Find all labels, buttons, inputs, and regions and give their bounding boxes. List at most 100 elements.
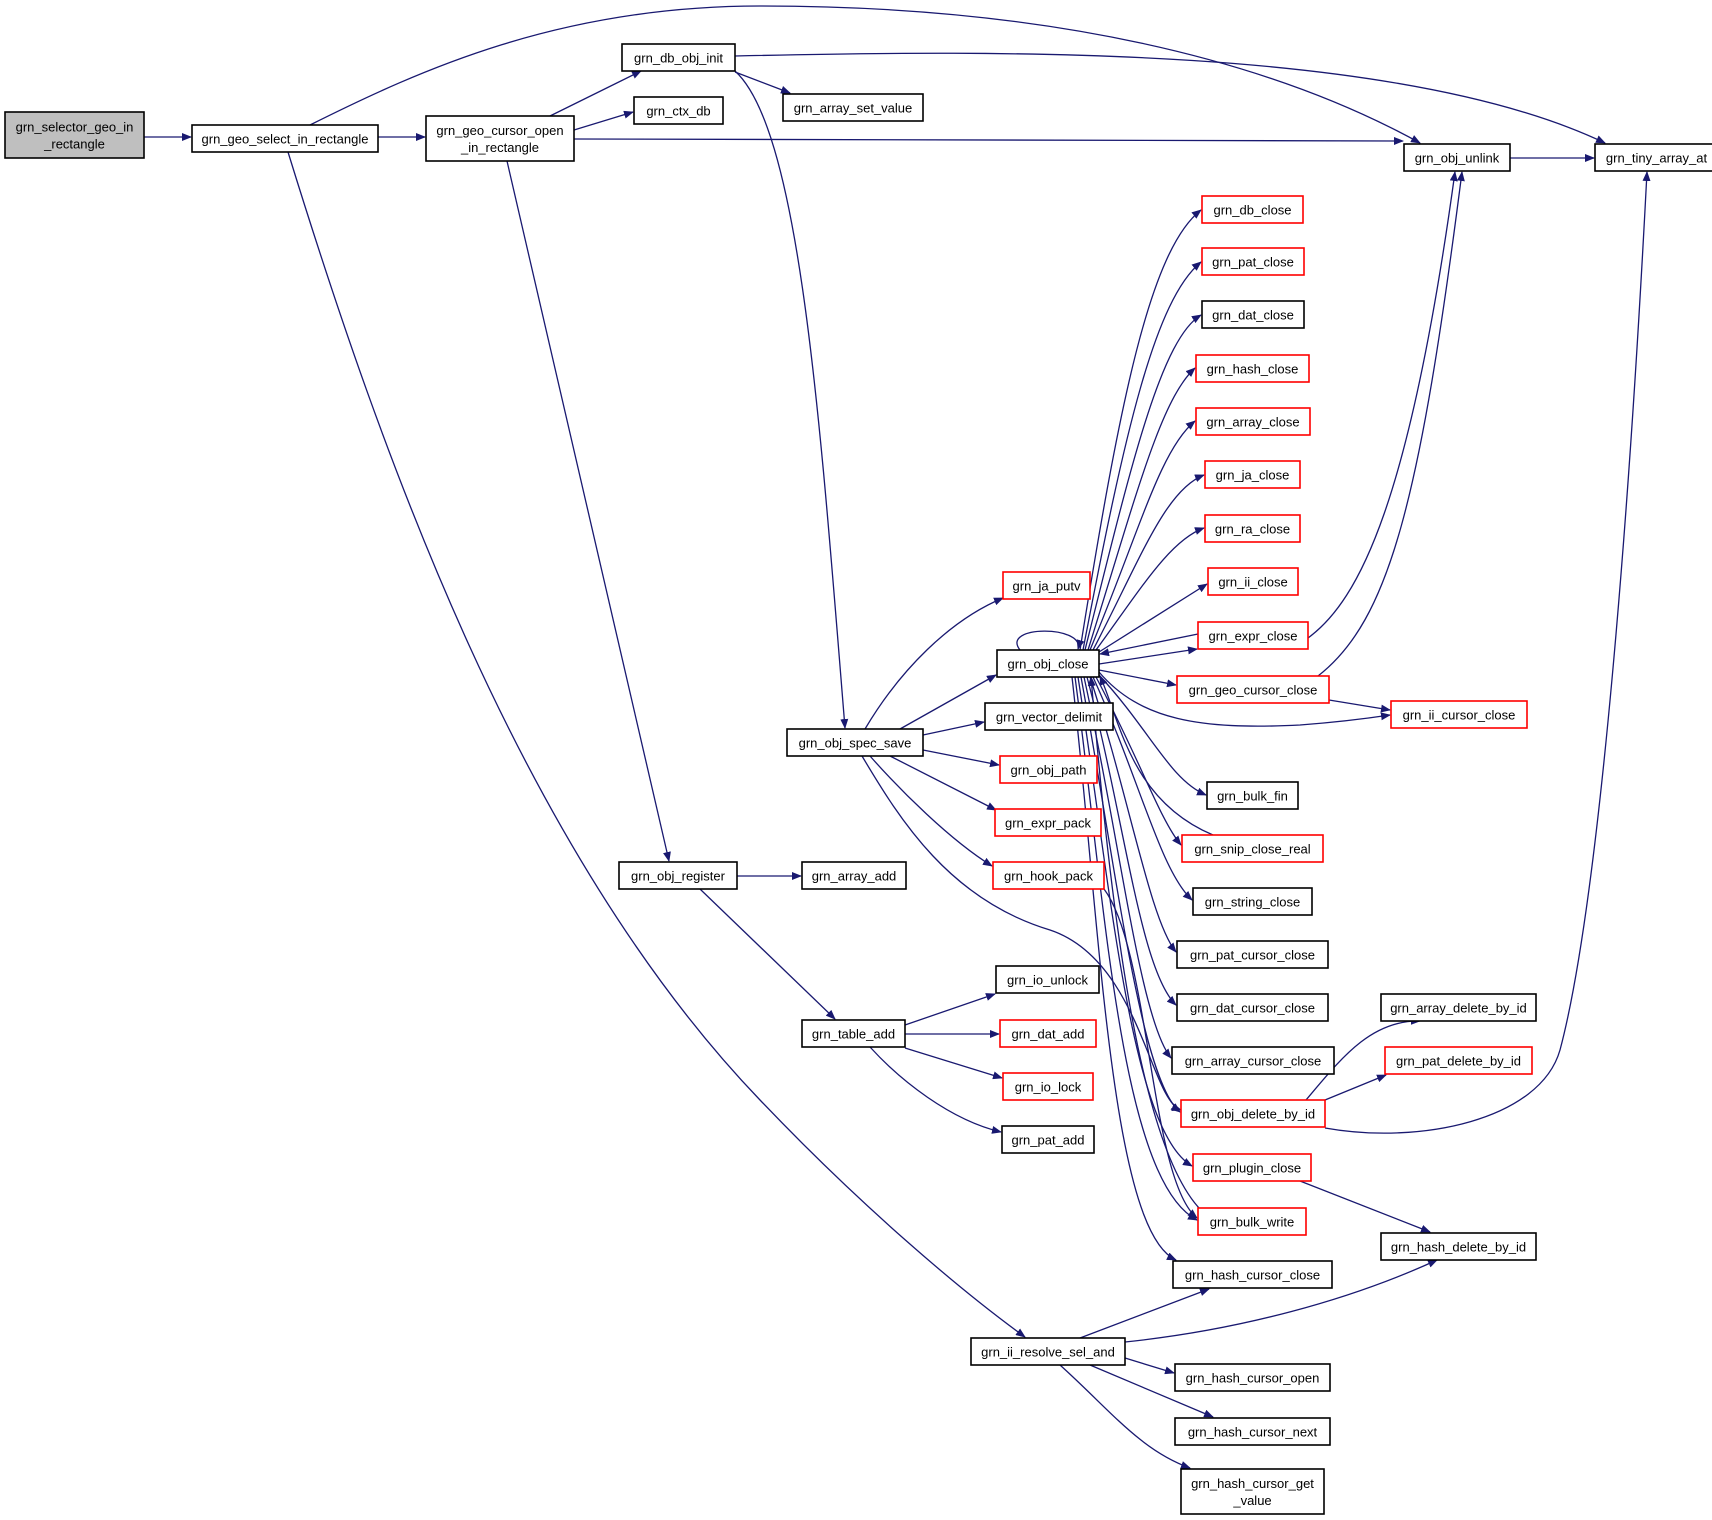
node-label: grn_db_obj_init [634,51,723,66]
node-grn-ja-putv[interactable]: grn_ja_putv [1002,571,1091,600]
node-grn-tiny-array-at[interactable]: grn_tiny_array_at [1594,143,1712,172]
node-grn-db-obj-init[interactable]: grn_db_obj_init [621,43,736,72]
node-grn-db-close[interactable]: grn_db_close [1201,195,1304,224]
edge-grn-obj-close-to-grn-ja-close [1092,474,1205,651]
node-grn-bulk-fin[interactable]: grn_bulk_fin [1206,781,1299,810]
edge-grn-obj-close-to-grn-ii-close [1098,583,1208,653]
node-grn-hash-cursor-next[interactable]: grn_hash_cursor_next [1174,1417,1331,1446]
node-grn-expr-close[interactable]: grn_expr_close [1197,621,1309,650]
node-grn-geo-select-in-rectangle[interactable]: grn_geo_select_in_rectangle [191,124,379,153]
node-grn-hash-delete-by-id[interactable]: grn_hash_delete_by_id [1380,1232,1537,1261]
node-label: grn_string_close [1205,895,1300,910]
edge-grn-geo-select-in-rectangle-to-grn-ii-resolve-sel-and [287,151,1026,1338]
edge-grn-obj-spec-save-to-grn-obj-path [922,749,1000,768]
node-label: grn_geo_select_in_rectangle [202,132,369,147]
edge-grn-obj-close-to-grn-obj-close [1016,630,1085,651]
node-grn-ii-close[interactable]: grn_ii_close [1207,567,1299,596]
node-grn-obj-register[interactable]: grn_obj_register [618,861,738,890]
edge-grn-obj-close-to-grn-bulk-fin [1098,674,1207,796]
node-label: _rectangle [43,137,105,152]
edge-grn-hook-pack-to-grn-bulk-write [1103,888,1198,1219]
node-grn-dat-cursor-close[interactable]: grn_dat_cursor_close [1176,993,1329,1022]
edge-grn-obj-spec-save-to-grn-obj-delete-by-id [861,755,1182,1112]
node-grn-hook-pack[interactable]: grn_hook_pack [992,861,1105,890]
node-box [996,649,1100,678]
node-label: grn_pat_close [1212,255,1294,270]
edge-grn-table-add-to-grn-io-lock [904,1047,1003,1080]
node-grn-pat-close[interactable]: grn_pat_close [1201,247,1305,276]
node-box [1201,195,1304,224]
node-grn-obj-spec-save[interactable]: grn_obj_spec_save [786,728,924,757]
node-box [1201,247,1305,276]
node-grn-obj-unlink[interactable]: grn_obj_unlink [1403,143,1511,172]
node-box [1176,993,1329,1022]
node-grn-vector-delimit[interactable]: grn_vector_delimit [984,702,1114,731]
node-label: grn_obj_spec_save [799,736,912,751]
node-grn-obj-path[interactable]: grn_obj_path [999,755,1098,784]
edge-grn-obj-close-to-grn-pat-close [1082,261,1202,651]
edge-grn-obj-spec-save-to-grn-vector-delimit [922,719,985,736]
node-grn-dat-add[interactable]: grn_dat_add [999,1019,1097,1048]
edge-grn-obj-close-to-grn-geo-cursor-close [1098,669,1177,688]
node-label: grn_ii_close [1218,575,1287,590]
node-label: grn_ja_putv [1013,579,1081,594]
node-grn-array-cursor-close[interactable]: grn_array_cursor_close [1171,1046,1335,1075]
node-grn-hash-cursor-close[interactable]: grn_hash_cursor_close [1172,1260,1333,1289]
node-grn-hash-cursor-get-value[interactable]: grn_hash_cursor_get_value [1180,1468,1325,1515]
node-grn-ctx-db[interactable]: grn_ctx_db [633,96,724,125]
edge-grn-bulk-write-to-grn-obj-close [1087,676,1216,1222]
node-grn-plugin-close[interactable]: grn_plugin_close [1192,1153,1312,1182]
node-grn-bulk-write[interactable]: grn_bulk_write [1197,1207,1307,1236]
node-label: grn_obj_unlink [1415,151,1500,166]
node-label: grn_obj_path [1011,763,1087,778]
node-box [1195,407,1311,436]
node-grn-obj-delete-by-id[interactable]: grn_obj_delete_by_id [1180,1099,1326,1128]
node-grn-table-add[interactable]: grn_table_add [801,1019,906,1048]
node-grn-selector-geo-in-rectangle[interactable]: grn_selector_geo_in_rectangle [4,111,145,159]
node-grn-ra-close[interactable]: grn_ra_close [1204,514,1301,543]
node-box [1204,460,1301,489]
node-label: grn_ii_resolve_sel_and [981,1345,1115,1360]
node-box [782,93,924,122]
node-grn-ja-close[interactable]: grn_ja_close [1204,460,1301,489]
edge-grn-obj-register-to-grn-table-add [699,888,836,1020]
node-grn-array-set-value[interactable]: grn_array_set_value [782,93,924,122]
node-grn-geo-cursor-close[interactable]: grn_geo_cursor_close [1176,675,1330,704]
node-grn-pat-add[interactable]: grn_pat_add [1001,1125,1095,1154]
node-grn-obj-close[interactable]: grn_obj_close [996,649,1100,678]
node-grn-io-lock[interactable]: grn_io_lock [1002,1072,1094,1101]
node-box [1176,940,1329,969]
node-label: _in_rectangle [460,140,539,155]
edge-grn-ii-resolve-sel-and-to-grn-hash-cursor-open [1124,1357,1175,1375]
node-label: grn_array_delete_by_id [1390,1001,1527,1016]
node-box [801,1019,906,1048]
edge-grn-obj-close-to-grn-ra-close [1095,527,1205,651]
node-grn-ii-cursor-close[interactable]: grn_ii_cursor_close [1390,700,1528,729]
node-grn-string-close[interactable]: grn_string_close [1192,887,1313,916]
node-grn-array-close[interactable]: grn_array_close [1195,407,1311,436]
node-grn-pat-delete-by-id[interactable]: grn_pat_delete_by_id [1384,1046,1533,1075]
node-box [999,1019,1097,1048]
node-grn-ii-resolve-sel-and[interactable]: grn_ii_resolve_sel_and [970,1337,1126,1366]
node-box [1002,1072,1094,1101]
node-grn-io-unlock[interactable]: grn_io_unlock [995,965,1100,994]
node-box [618,861,738,890]
node-label: grn_bulk_write [1210,1215,1295,1230]
node-grn-pat-cursor-close[interactable]: grn_pat_cursor_close [1176,940,1329,969]
node-grn-array-add[interactable]: grn_array_add [801,861,907,890]
node-box [1206,781,1299,810]
node-label: grn_array_set_value [794,101,913,116]
node-grn-dat-close[interactable]: grn_dat_close [1201,300,1305,329]
node-grn-geo-cursor-open-in-rectangle[interactable]: grn_geo_cursor_open_in_rectangle [425,115,575,162]
node-label: grn_dat_cursor_close [1190,1001,1315,1016]
node-grn-snip-close-real[interactable]: grn_snip_close_real [1181,834,1324,863]
node-box [1001,1125,1095,1154]
node-box [1201,300,1305,329]
node-grn-array-delete-by-id[interactable]: grn_array_delete_by_id [1380,993,1537,1022]
node-grn-hash-close[interactable]: grn_hash_close [1195,354,1310,383]
node-label: grn_dat_add [1011,1027,1084,1042]
node-box [4,111,145,159]
node-grn-hash-cursor-open[interactable]: grn_hash_cursor_open [1174,1363,1331,1392]
node-box [786,728,924,757]
node-grn-expr-pack[interactable]: grn_expr_pack [994,808,1102,837]
